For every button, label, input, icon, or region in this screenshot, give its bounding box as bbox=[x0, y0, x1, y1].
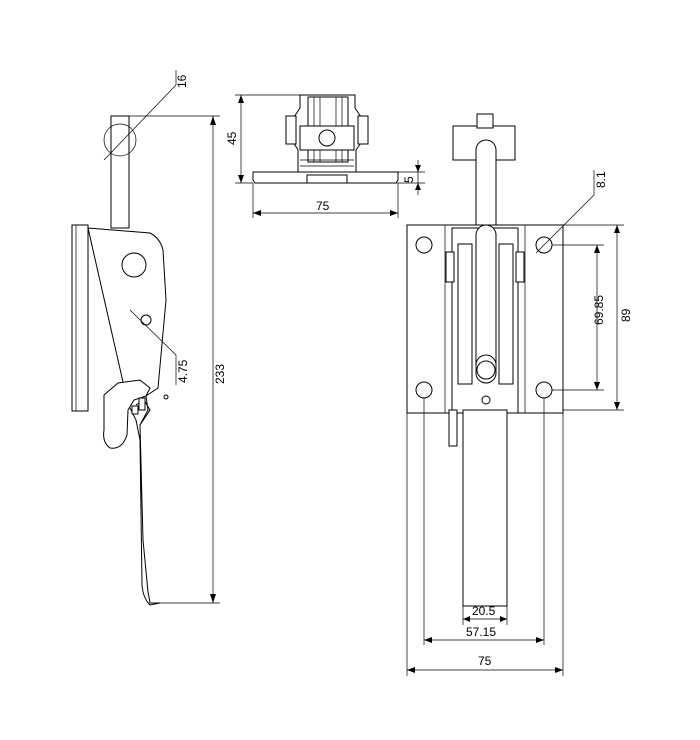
front-lever bbox=[462, 409, 508, 607]
dim-75-front-label: 75 bbox=[478, 654, 492, 668]
side-small-hole bbox=[140, 314, 152, 326]
dim-89-label: 89 bbox=[619, 308, 633, 322]
dim-233-label: 233 bbox=[213, 364, 227, 384]
front-hole-br bbox=[535, 381, 553, 399]
front-hole-tl bbox=[415, 236, 433, 254]
top-view: 45 5 75 bbox=[225, 94, 425, 218]
dim-8-1-label: 8.1 bbox=[594, 171, 608, 188]
dim-20-5-label: 20.5 bbox=[472, 604, 496, 618]
dim-16-label: 16 bbox=[175, 74, 189, 88]
dim-5-label: 5 bbox=[402, 176, 416, 183]
dim-16-circle bbox=[103, 123, 137, 157]
front-hole-bl bbox=[415, 381, 433, 399]
dim-75-top-label: 75 bbox=[316, 199, 330, 213]
side-base-plate bbox=[71, 224, 89, 412]
dim-57-15-label: 57.15 bbox=[466, 625, 496, 639]
side-handle-rod bbox=[110, 115, 130, 229]
side-lever-hook bbox=[103, 379, 151, 449]
side-pivot-hole bbox=[121, 252, 147, 278]
front-view: 8.1 69.85 89 20.5 57.15 75 bbox=[406, 113, 633, 676]
dim-45-label: 45 bbox=[225, 131, 239, 145]
side-view: 16 4.75 233 bbox=[71, 70, 227, 606]
top-bolt bbox=[318, 129, 336, 147]
dim-69-85-label: 69.85 bbox=[592, 295, 606, 325]
dim-4-75-label: 4.75 bbox=[176, 359, 190, 383]
